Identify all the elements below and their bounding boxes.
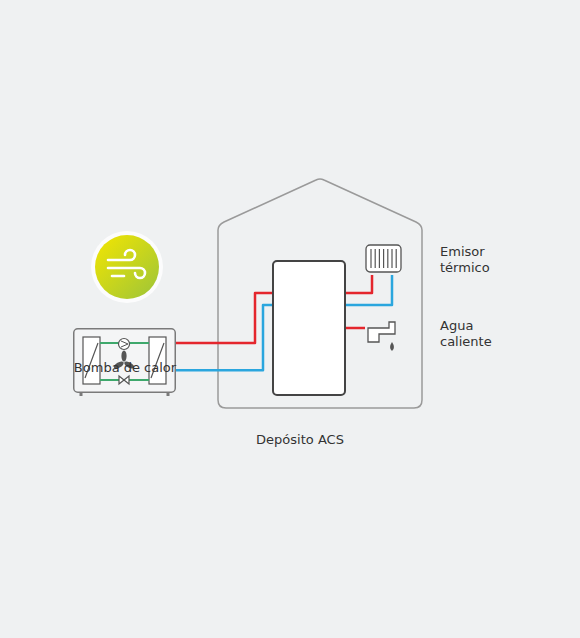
tap-icon: Agua caliente — [365, 318, 402, 351]
wind-icon — [91, 231, 163, 303]
device-label: Agua caliente — [440, 318, 510, 350]
radiator-fin — [379, 249, 380, 268]
radiator-frame — [366, 245, 401, 272]
radiator-fin — [387, 249, 388, 268]
unit-casing — [74, 329, 176, 393]
compressor-symbol — [121, 341, 128, 347]
tap-icon-art — [365, 318, 402, 351]
radiator-fin — [396, 249, 397, 268]
radiator-icon-art — [365, 242, 402, 275]
water-drop — [390, 342, 394, 351]
dhw-tank-art — [272, 260, 346, 396]
dhw-tank: Depósito ACS — [272, 260, 346, 396]
radiator-fin — [375, 249, 376, 268]
valve-symbol — [119, 376, 129, 384]
radiator-fin — [391, 249, 392, 268]
radiator-icon: Emisor térmico — [365, 242, 402, 275]
device-label: Bomba de calor — [74, 360, 176, 376]
tap-body — [368, 322, 395, 342]
radiator-fin — [370, 249, 371, 268]
device-label: Depósito ACS — [256, 432, 344, 448]
heat-pump-unit: Bomba de calor — [73, 328, 176, 393]
tank-body — [273, 261, 345, 395]
pipe-connector — [346, 327, 365, 330]
unit-feet — [81, 393, 168, 396]
radiator-fin — [383, 249, 384, 268]
compressor-symbol — [119, 339, 130, 350]
device-label: Emisor térmico — [440, 244, 510, 276]
